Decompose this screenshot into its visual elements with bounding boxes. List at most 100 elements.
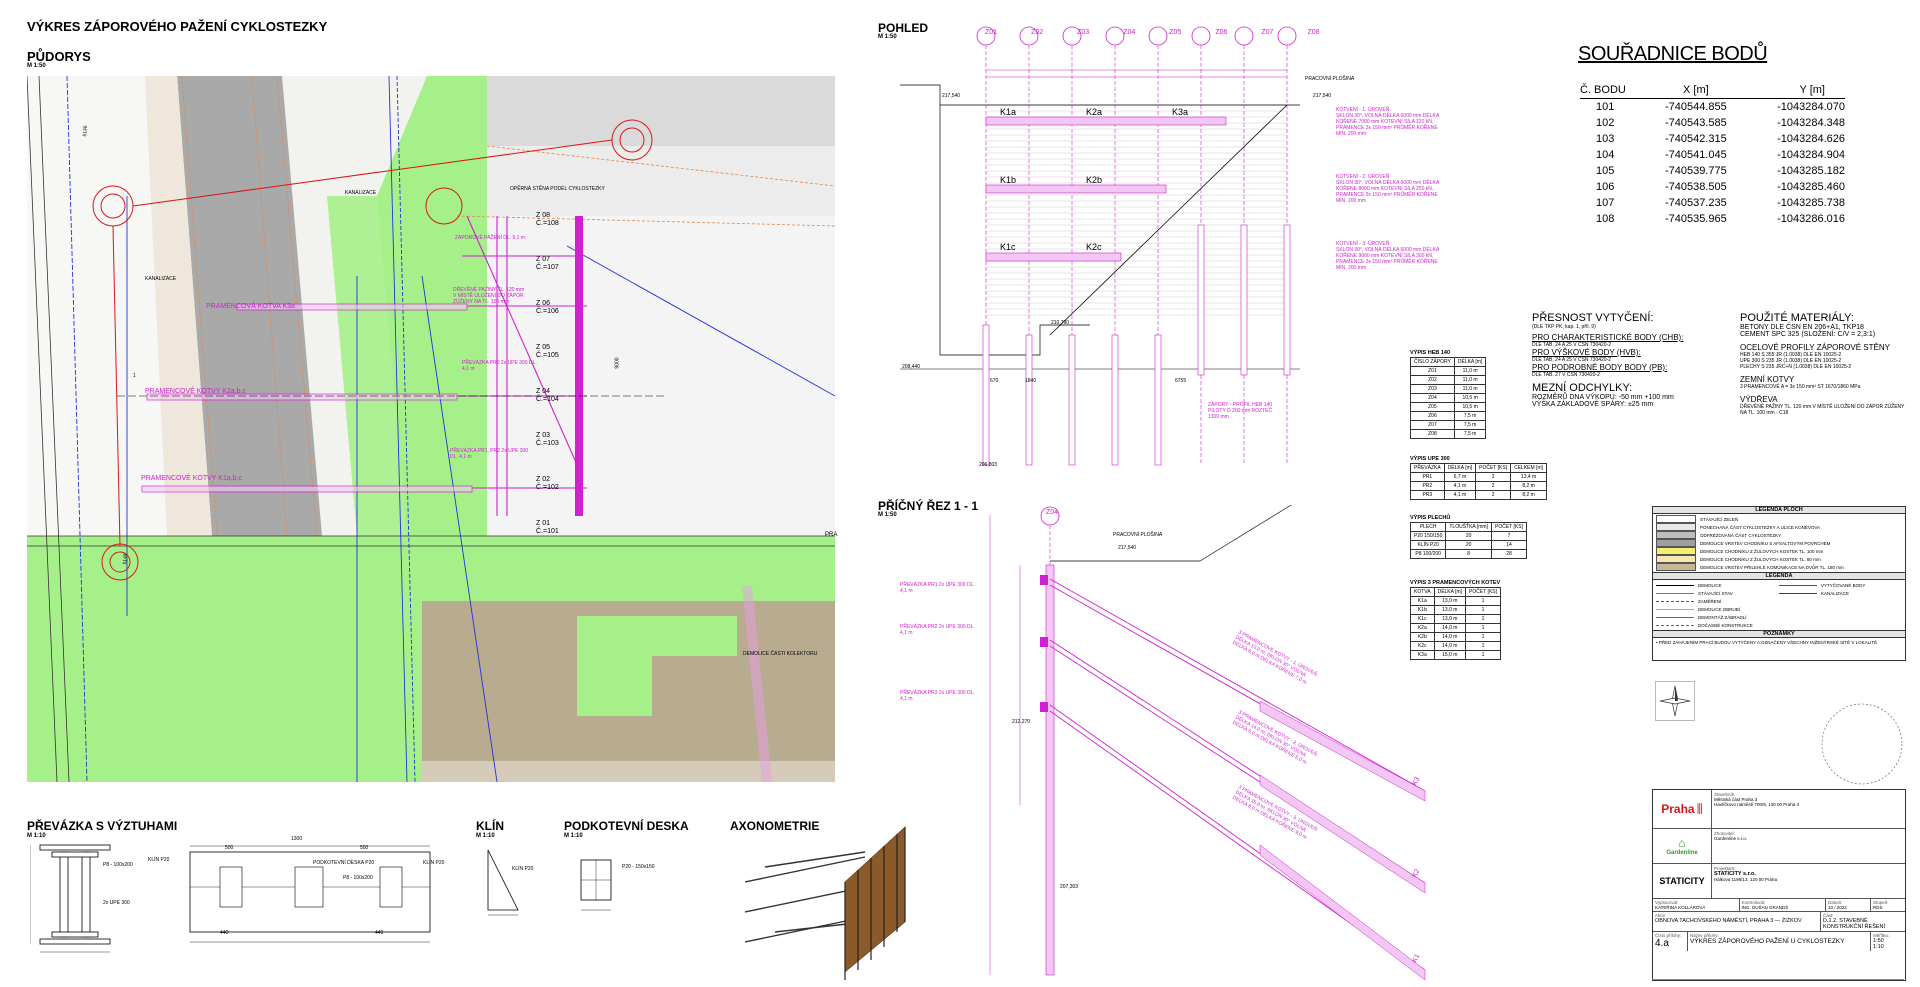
deska-label: PODKOTEVNÍ DESKA P20 (313, 860, 375, 866)
table-row: 105-740539.775-1043285.182 (1596, 165, 1845, 177)
legenda-ploch: LEGENDA PLOCH STÁVAJÍCÍ ZELEŇ PONECHANÁ … (1652, 506, 1906, 661)
column-label: Z01 (985, 29, 998, 36)
k-label: K2b (1086, 175, 1103, 185)
dim-9000: 9000 (614, 357, 621, 369)
elev-top: 217,540 (1313, 93, 1332, 99)
prevazka-pr3-label: PŘEVÁZKA PR3 2x UPE 300 DL. 4,1 m (462, 360, 537, 372)
coords-table: Č. BODU X [m] Y [m] 101-740544.855-10432… (1580, 82, 1845, 227)
kanalizace-label-2: KANALIZACE (345, 190, 377, 196)
dim-label: 5146 (82, 125, 90, 137)
rez-pr3: PŘEVÁZKA PR3 2x UPE 300 DL. 4,1 m (900, 690, 975, 702)
coords-header: X [m] (1683, 84, 1709, 96)
dim-500: 500 (225, 845, 234, 851)
column-label: Z04 (1123, 29, 1136, 36)
dim-440-2: 440 (375, 930, 384, 936)
k-label: K2a (1086, 107, 1103, 117)
table-row: 107-740537.235-1043285.738 (1596, 197, 1845, 209)
demolice-kolektoru-label: DEMOLICE ČÁSTI KOLEKTORU (743, 651, 818, 657)
coords-header: Č. BODU (1580, 84, 1626, 96)
column-label: Z08 (1307, 29, 1320, 36)
k-label: K1c (1000, 242, 1016, 252)
table-row: 106-740538.505-1043285.460 (1596, 181, 1845, 193)
materialy-heading: POUŽITÉ MATERIÁLY: (1740, 312, 1854, 324)
prevazka-section-drawing (30, 844, 111, 953)
rez-column: Z04 (1046, 509, 1059, 516)
klin-scale: M 1:10 (476, 833, 495, 839)
materialy-block: POUŽITÉ MATERIÁLY: BETONY DLE ČSN EN 206… (1740, 312, 1910, 416)
presnost-block: PŘESNOST VYTYČENÍ: (DLE TKP PK, kap. 1, … (1532, 312, 1732, 408)
k-label: K1b (1000, 175, 1017, 185)
prevazka-heading: PŘEVÁZKA S VÝZTUHAMI (27, 819, 178, 833)
kotvy-k2-label: PRAMENCOVÉ KOTVY K2a,b,c (145, 388, 247, 395)
zapora-cote: Č.=107 (536, 264, 559, 271)
rez-drawing (989, 505, 1426, 980)
elev-mid: 210,790 (1051, 320, 1070, 326)
rez-pr1: PŘEVÁZKA PR1 2x UPE 300 DL. 4,1 m (900, 582, 975, 594)
stamp-circle-icon (1821, 703, 1903, 785)
column-label: Z02 (1031, 29, 1044, 36)
zapora-label: Z 01 (536, 520, 551, 527)
legend-item: DEMOLICE VRSTEV CHODNÍKU S AFSALTOVÝM PO… (1656, 539, 1902, 547)
dim-1300: 1300 (291, 836, 303, 842)
zapora-label: Z 04 (536, 388, 551, 395)
pohled-drawing (900, 26, 1300, 466)
plan-drawing (27, 76, 835, 782)
staticity-logo: STATICITY (1659, 876, 1705, 886)
prevazka-scale: M 1:10 (27, 833, 46, 839)
dim-500-2: 500 (360, 845, 369, 851)
presnost-heading: PŘESNOST VYTYČENÍ: (1532, 312, 1654, 324)
pracovni-plosina-label: PRACOVNÍ PLOŠINA (1305, 76, 1355, 82)
zapora-cote: Č.=105 (536, 352, 559, 359)
p8-label: P8 - 100x200 (103, 862, 133, 868)
pohled-columns: Z01 Z02 Z03 Z04 Z05 Z06 Z07 Z08 (985, 29, 1320, 36)
section-marker: 1 (133, 373, 136, 379)
deska-heading: PODKOTEVNÍ DESKA (564, 819, 689, 833)
legend-item: DEMOLICE CHODNÍKU Z ŽULOVÝCH KOSTEK TL. … (1656, 547, 1902, 555)
zapora-label: Z 08 (536, 212, 551, 219)
kanalizace-label: KANALIZACE (145, 276, 177, 282)
elev-low: 208,440 (902, 364, 921, 370)
k-label: K2c (1086, 242, 1102, 252)
footer-line (1652, 979, 1904, 986)
p20-label: P20 - 150x150 (622, 864, 655, 870)
legend-item: STÁVAJÍCÍ ZELEŇ (1656, 515, 1902, 523)
zapora-label: Z 03 (536, 432, 551, 439)
p8-label-2: P8 - 100x200 (343, 875, 373, 881)
title-block: Praha ⦀ Stavebník: Městská část Praha 3 … (1652, 789, 1906, 981)
k-label: K1a (1000, 107, 1017, 117)
rez-scale: M 1:50 (878, 512, 897, 518)
mezni-heading: MEZNÍ ODCHYLKY: (1532, 382, 1633, 394)
dim-label-2: 5146 (122, 553, 130, 565)
zapora-cote: Č.=101 (536, 528, 559, 535)
rez-pr2: PŘEVÁZKA PR2 2x UPE 300 DL. 4,1 m (900, 624, 975, 636)
table-row: 101-740544.855-1043284.070 (1596, 101, 1845, 113)
rez-elev: 217,540 (1118, 545, 1137, 551)
zapory-profil: ZÁPORY - PROFIL HEB 140 PILOTY D 200 mm … (1208, 402, 1273, 420)
plan-heading: PŮDORYS (27, 49, 91, 64)
dim-440: 440 (220, 930, 229, 936)
zapora-label: Z 05 (536, 344, 551, 351)
elev-bot: 206,803 (979, 462, 998, 468)
pohled-scale: M 1:50 (878, 34, 897, 40)
coords-header: Y [m] (1799, 84, 1825, 96)
zapora-cote: Č.=103 (536, 440, 559, 447)
